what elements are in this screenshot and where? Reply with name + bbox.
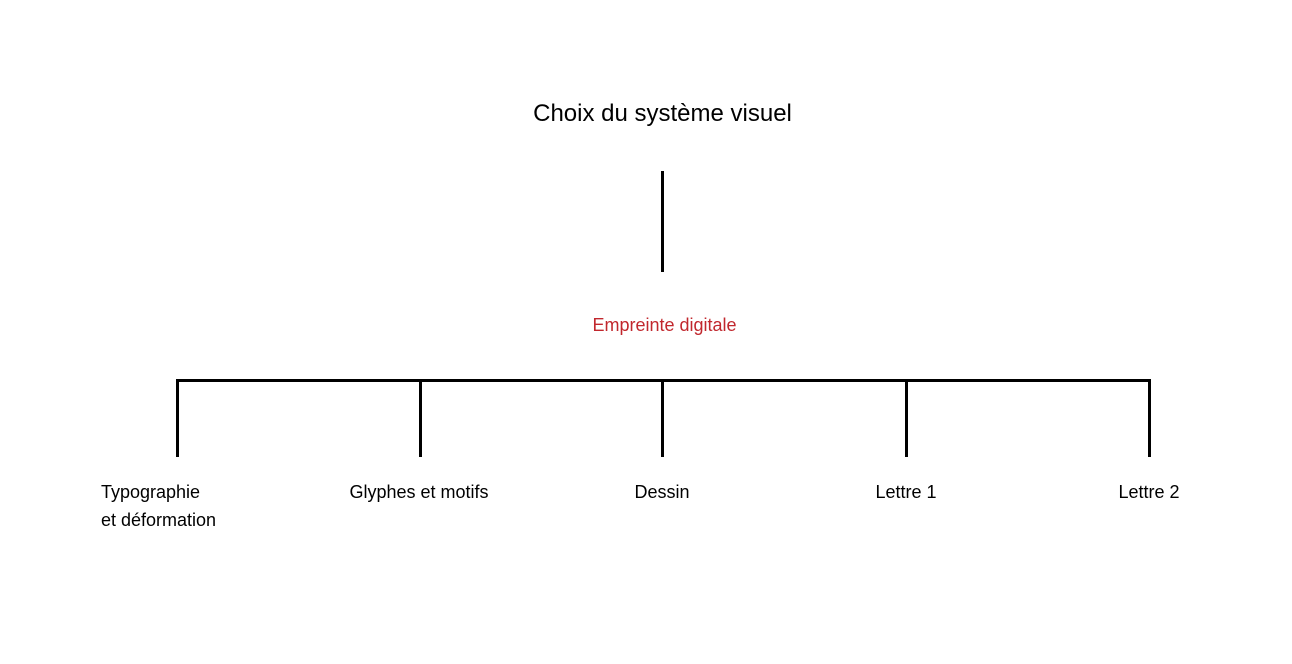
diagram-title: Choix du système visuel [533, 100, 792, 127]
branch-drop-line-2 [419, 379, 422, 457]
branch-label-glyphes-et-motifs: Glyphes et motifs [349, 482, 489, 502]
root-node-label: Empreinte digitale [592, 315, 737, 335]
branch-drop-line-1 [176, 379, 179, 457]
branch-drop-line-4 [905, 379, 908, 457]
branch-drop-line-3 [661, 379, 664, 457]
branch-label-typographie-et-deformation: Typographie et déformation [101, 482, 217, 530]
branch-label-lettre-1: Lettre 1 [875, 482, 937, 502]
root-stem-line [661, 171, 664, 272]
branch-drop-line-5 [1148, 379, 1151, 457]
branch-label-lettre-2: Lettre 2 [1118, 482, 1180, 502]
branch-label-dessin: Dessin [634, 482, 690, 502]
